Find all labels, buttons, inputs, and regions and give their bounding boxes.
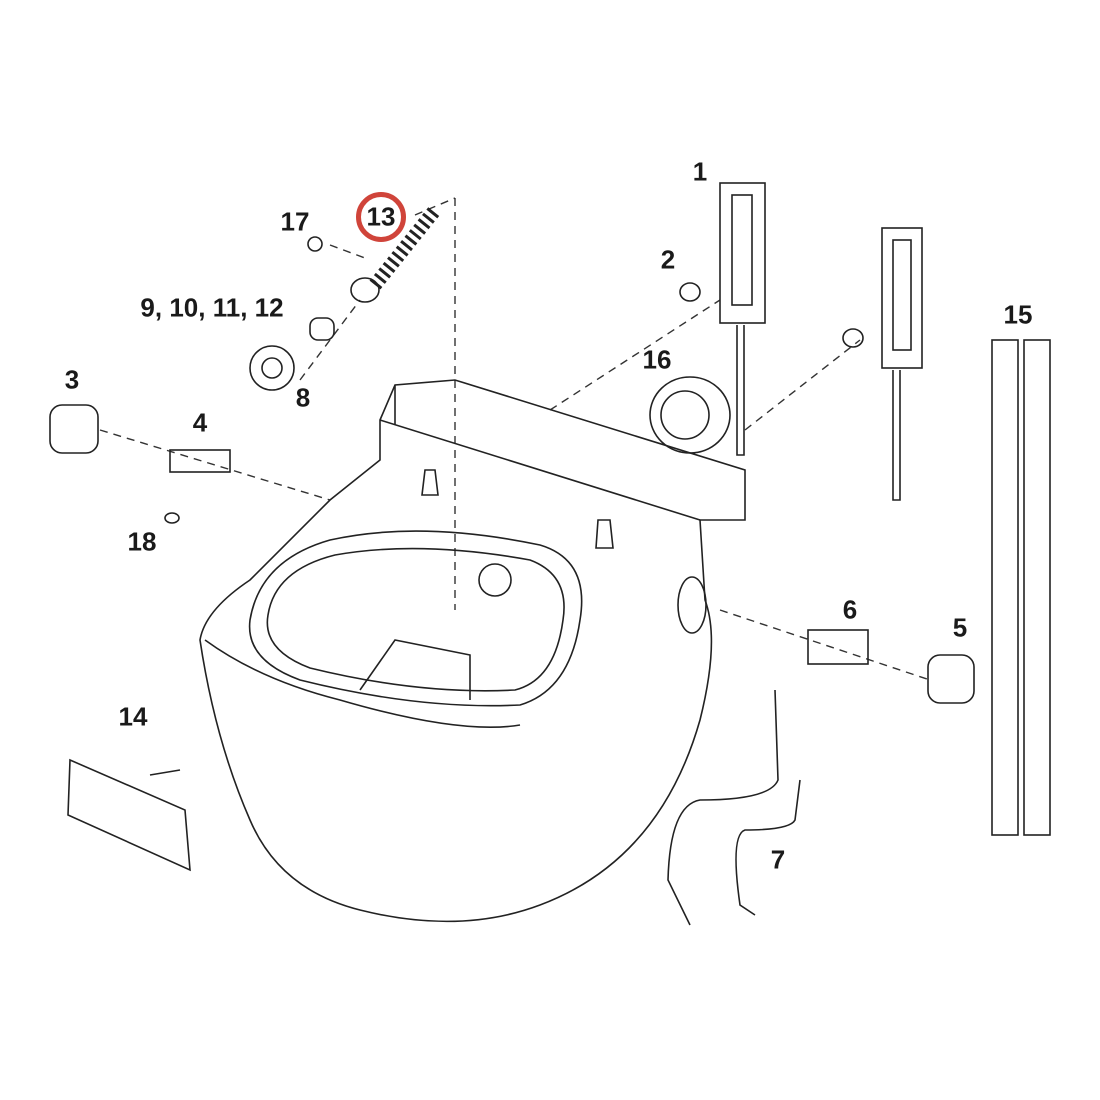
wall-hung-toilet (199, 379, 746, 923)
part-13-hose (350, 205, 441, 303)
assembly-guide-lines (99, 197, 931, 681)
part-16-seal (649, 376, 731, 454)
small-parts (49, 236, 975, 926)
callout-18: 18 (127, 526, 157, 557)
callout-7: 7 (770, 844, 786, 875)
callout-16: 16 (642, 344, 672, 375)
callout-13: 13 (366, 201, 396, 232)
callout-3: 3 (64, 364, 80, 395)
callout-14: 14 (118, 701, 148, 732)
part-1-mounting-brackets (719, 182, 923, 501)
callout-17: 17 (280, 206, 310, 237)
callout-9-12: 9, 10, 11, 12 (140, 292, 284, 323)
part-15-strips (991, 339, 1051, 836)
callout-6: 6 (842, 594, 858, 625)
highlight-circle-13 (356, 192, 406, 242)
callout-15: 15 (1003, 299, 1033, 330)
callout-5: 5 (952, 612, 968, 643)
callout-8: 8 (295, 382, 311, 413)
callout-4: 4 (192, 407, 208, 438)
callout-1: 1 (692, 156, 708, 187)
part-2-nuts (679, 282, 864, 348)
callout-2: 2 (660, 244, 676, 275)
